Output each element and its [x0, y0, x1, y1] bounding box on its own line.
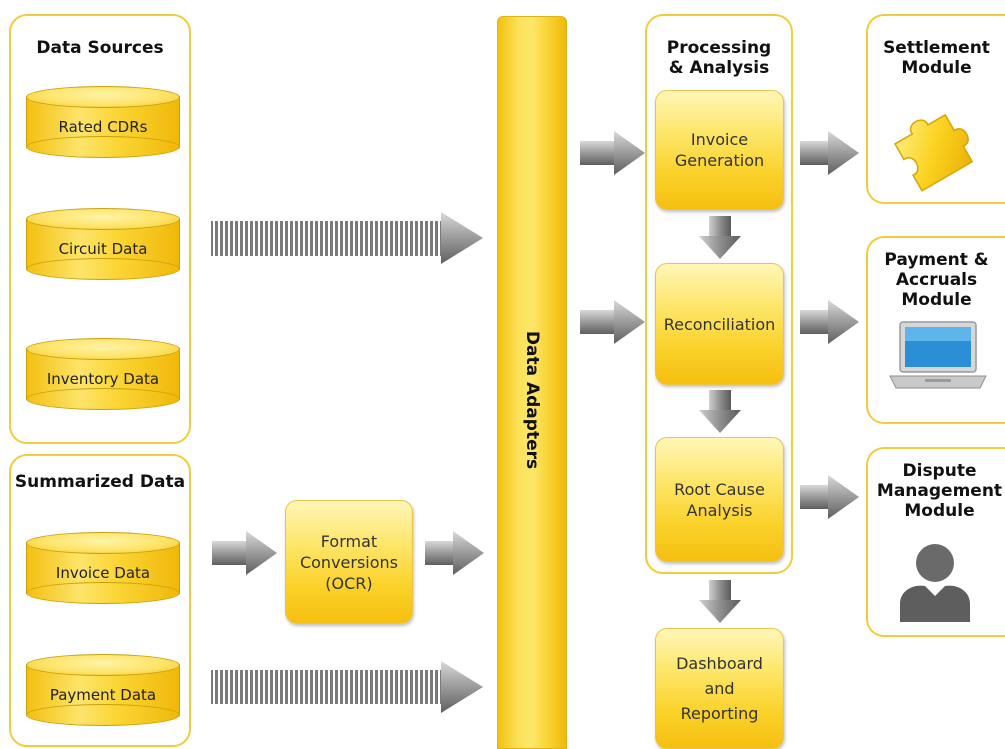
dispute-management-module-title: Dispute Management Module	[876, 461, 1003, 521]
payment-data-database: Payment Data	[26, 654, 180, 726]
arrow-down-reconciliation-to-root-cause	[699, 390, 741, 433]
settlement-module-title: Settlement Module	[883, 38, 990, 78]
data-sources-title: Data Sources	[36, 38, 164, 58]
inventory-data-label: Inventory Data	[46, 370, 160, 388]
arrow-invoice-to-format	[212, 531, 277, 575]
payment-accruals-module-title: Payment & Accruals Module	[884, 250, 989, 310]
reconciliation-box: Reconciliation	[655, 263, 784, 385]
inventory-data-database: Inventory Data	[26, 338, 180, 410]
processing-analysis-title: Processing & Analysis	[666, 38, 772, 78]
rated-cdrs-label: Rated CDRs	[58, 118, 148, 136]
invoice-generation-box: Invoice Generation	[655, 90, 784, 210]
invoice-data-database: Invoice Data	[26, 532, 180, 604]
payment-data-label: Payment Data	[49, 686, 157, 704]
invoice-data-label: Invoice Data	[55, 564, 151, 582]
summarized-data-title: Summarized Data	[14, 472, 186, 492]
arrow-to-settlement-module	[800, 131, 859, 175]
puzzle-piece-icon	[893, 113, 974, 192]
arrow-down-invoice-to-reconciliation	[699, 216, 741, 259]
arrow-down-processing-to-dashboard	[699, 580, 741, 623]
circuit-data-label: Circuit Data	[58, 240, 148, 258]
root-cause-analysis-box: Root Cause Analysis	[655, 437, 784, 562]
arrow-to-dispute-module	[800, 475, 859, 519]
payment-accruals-module-panel: Payment & Accruals Module	[866, 236, 1005, 424]
rated-cdrs-database: Rated CDRs	[26, 86, 180, 158]
striped-arrow-payment-data	[211, 661, 483, 713]
dashboard-reporting-box: Dashboard and Reporting	[655, 628, 784, 749]
data-adapters-bar	[497, 16, 567, 749]
arrow-adapters-to-invoice-generation	[580, 131, 645, 175]
striped-arrow-data-sources	[211, 212, 483, 264]
arrow-to-payment-module	[800, 300, 859, 344]
circuit-data-database: Circuit Data	[26, 208, 180, 280]
arrow-adapters-to-reconciliation	[580, 300, 645, 344]
laptop-icon	[889, 321, 987, 389]
person-icon	[900, 544, 970, 622]
format-conversions-box: Format Conversions (OCR)	[285, 500, 413, 624]
arrow-format-to-adapters	[425, 531, 484, 575]
